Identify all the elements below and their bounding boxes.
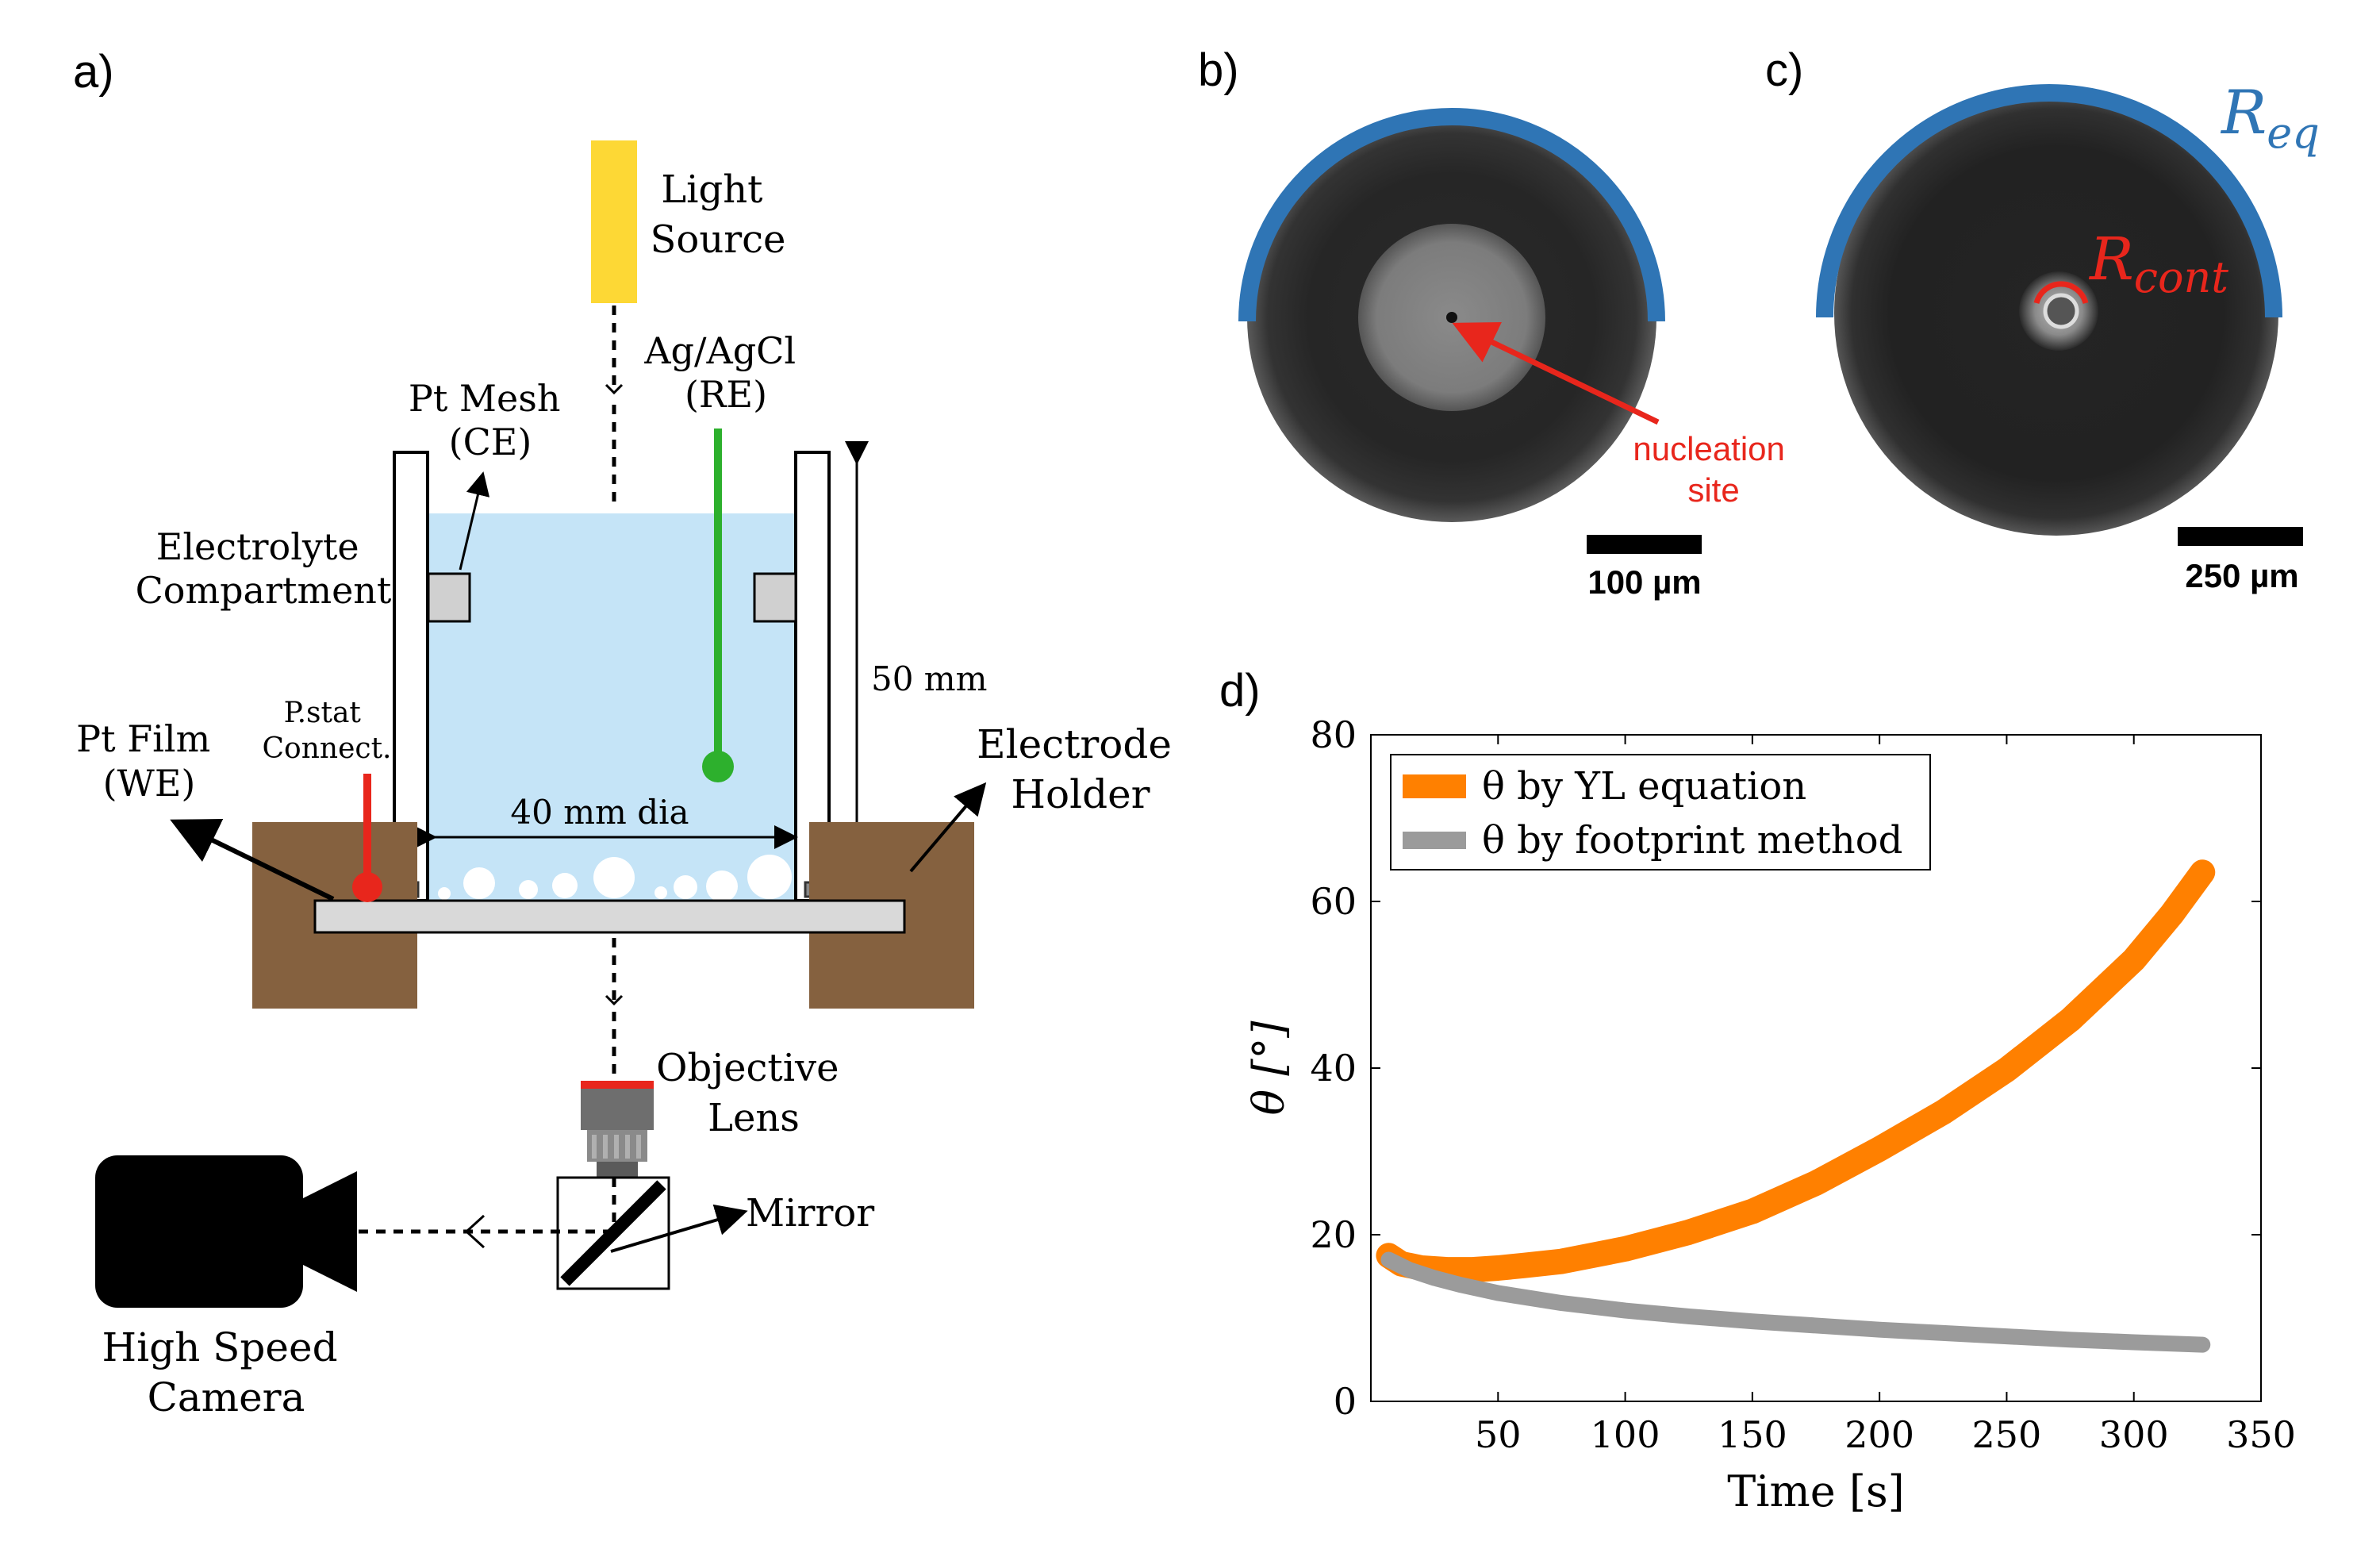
- objective-lens: [581, 1081, 654, 1178]
- panel-d-label: d): [1219, 665, 1261, 717]
- contact-arc: [2033, 281, 2089, 305]
- y-tick-label: 60: [1310, 880, 1357, 923]
- panel-c-label: c): [1765, 44, 1803, 96]
- equilibrium-arc-b: [1238, 108, 1665, 322]
- scale-bar-c: [2178, 527, 2303, 546]
- pt-mesh-arrow: [459, 471, 490, 571]
- x-tick-label: 250: [1972, 1413, 2042, 1456]
- mirror-arrow: [610, 1204, 748, 1253]
- camera-icon: [95, 1155, 357, 1308]
- panel-b-label: b): [1198, 44, 1239, 96]
- legend-label-2: θ by footprint method: [1482, 818, 1902, 863]
- height-label: 50 mm: [871, 659, 987, 698]
- x-tick-label: 200: [1844, 1413, 1914, 1456]
- electrolyte-label: Electrolyte Compartment: [136, 525, 392, 612]
- bubbles: [438, 855, 792, 902]
- ag-agcl-label: Ag/AgCl (RE): [643, 329, 807, 416]
- pt-mesh-label: Pt Mesh (CE): [409, 377, 572, 463]
- equilibrium-arc-c: [1816, 84, 2282, 318]
- light-source-bar: [591, 140, 637, 303]
- mirror: [560, 1180, 666, 1286]
- series-line-2: [1380, 1251, 2211, 1353]
- panel-b: b) nucleation site 100 µm: [1198, 44, 1794, 601]
- y-tick-label: 0: [1334, 1380, 1357, 1423]
- x-tick-label: 150: [1718, 1413, 1787, 1456]
- diameter-label: 40 mm dia: [510, 793, 689, 832]
- objective-lens-label: Objective Lens: [656, 1046, 851, 1140]
- pstat-label: P.stat Connect.: [263, 697, 392, 765]
- electrolyte: [428, 513, 797, 902]
- y-tick-label: 20: [1310, 1213, 1357, 1256]
- scale-label-b: 100 µm: [1587, 563, 1701, 601]
- pt-mesh-right: [753, 572, 797, 623]
- nucleation-label: nucleation site: [1633, 430, 1794, 509]
- reference-electrode-tip: [702, 751, 734, 782]
- pt-film-arrow: [170, 819, 335, 901]
- scale-label-c: 250 µm: [2185, 557, 2298, 594]
- camera-label: High Speed Camera: [102, 1324, 350, 1420]
- r-cont-label: Rcont: [2088, 225, 2228, 302]
- panel-a: a) Light Source: [73, 46, 1184, 1420]
- y-axis-label: θ [°]: [1244, 1020, 1294, 1116]
- nucleation-site-dot: [1446, 312, 1457, 323]
- series-line-1: [1376, 859, 2216, 1283]
- light-path-to-camera-head: [464, 1214, 486, 1249]
- scale-bar-b: [1587, 535, 1702, 554]
- x-tick-label: 350: [2226, 1413, 2296, 1456]
- pt-film-substrate: [313, 899, 906, 934]
- r-eq-label: Req: [2220, 77, 2320, 158]
- electrode-holder-label: Electrode Holder: [977, 721, 1184, 817]
- y-tick-label: 80: [1310, 713, 1357, 756]
- x-tick-label: 100: [1591, 1413, 1660, 1456]
- x-axis-label: Time [s]: [1727, 1466, 1904, 1516]
- mirror-label: Mirror: [746, 1191, 874, 1236]
- x-tick-label: 50: [1475, 1413, 1522, 1456]
- x-tick-label: 300: [2099, 1413, 2169, 1456]
- contact-line: [2043, 293, 2079, 329]
- light-source-label: Light Source: [651, 167, 786, 262]
- pstat-connection-tip: [352, 872, 382, 902]
- panel-a-label: a): [73, 46, 114, 98]
- y-tick-label: 40: [1310, 1047, 1357, 1090]
- legend-label-1: θ by YL equation: [1482, 764, 1806, 809]
- pt-mesh-left: [427, 572, 471, 623]
- electrode-holder-arrow: [909, 782, 987, 873]
- legend-box: [1390, 754, 1931, 870]
- panel-c: c) Req Rcont 250 µm: [1765, 44, 2320, 594]
- pt-film-label: Pt Film (WE): [76, 717, 222, 805]
- nucleation-arrow: [1452, 322, 1660, 425]
